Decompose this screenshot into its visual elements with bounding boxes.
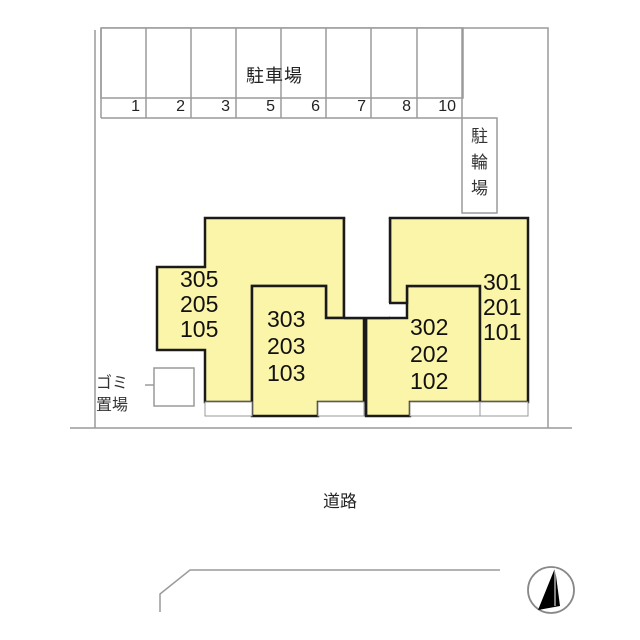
stall-10: 10: [438, 98, 456, 115]
building-east[interactable]: [388, 216, 530, 404]
north-arrow-icon: [527, 566, 575, 614]
bicycle-char-3: 場: [471, 179, 488, 199]
unit-stack-east: 301 201 101: [483, 270, 521, 345]
unit-305[interactable]: 305: [180, 266, 219, 292]
unit-103[interactable]: 103: [267, 360, 306, 386]
unit-301[interactable]: 301: [483, 269, 522, 295]
stall-3: 3: [221, 98, 230, 115]
unit-stack-center-right: 302 202 102: [410, 314, 448, 395]
garbage-label: ゴミ 置場: [96, 372, 128, 416]
stall-6: 6: [311, 98, 320, 115]
stall-1: 1: [131, 98, 140, 115]
stairwell-gap: [345, 219, 389, 317]
road-label: 道路: [323, 492, 357, 512]
garbage-label-line2: 置場: [96, 395, 129, 414]
unit-203[interactable]: 203: [267, 333, 306, 359]
parking-stall-numbers: 1 2 3 5 6 7 8 10: [101, 98, 462, 118]
bicycle-parking-box: [461, 117, 498, 214]
unit-102[interactable]: 102: [410, 368, 449, 394]
unit-201[interactable]: 201: [483, 294, 522, 320]
road-edge: [159, 569, 500, 612]
terraces: [204, 401, 529, 417]
garbage-area: [145, 367, 195, 407]
unit-202[interactable]: 202: [410, 341, 449, 367]
bicycle-parking-label: 駐 輪 場: [462, 124, 497, 202]
stall-8: 8: [402, 98, 411, 115]
garbage-box: [153, 367, 195, 407]
unit-205[interactable]: 205: [180, 291, 219, 317]
garbage-label-line1: ゴミ: [96, 373, 129, 392]
stall-7: 7: [357, 98, 366, 115]
bicycle-char-2: 輪: [471, 153, 488, 173]
unit-303[interactable]: 303: [267, 306, 306, 332]
unit-101[interactable]: 101: [483, 319, 522, 345]
unit-stack-west: 305 205 105: [180, 267, 218, 342]
unit-stack-center-left: 303 203 103: [267, 306, 305, 387]
parking-label: 駐車場: [246, 66, 303, 87]
unit-105[interactable]: 105: [180, 316, 219, 342]
stall-2: 2: [176, 98, 185, 115]
bicycle-char-1: 駐: [471, 127, 488, 147]
unit-302[interactable]: 302: [410, 314, 449, 340]
parking-area: [100, 27, 464, 119]
parking-row: [100, 27, 464, 99]
stall-5: 5: [266, 98, 275, 115]
